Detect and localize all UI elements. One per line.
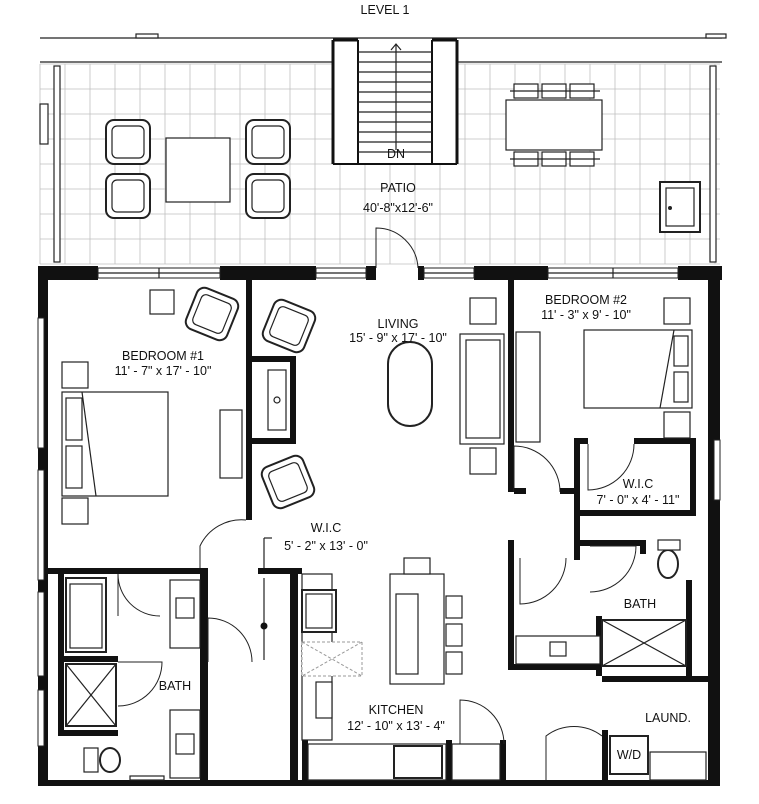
bath2-fixtures bbox=[515, 539, 687, 667]
room-name-bath1: BATH bbox=[159, 679, 191, 693]
stairs: DN bbox=[331, 38, 459, 165]
laundry-fixtures bbox=[609, 735, 707, 781]
top-windows bbox=[97, 267, 679, 279]
bath1-door-top bbox=[117, 573, 161, 617]
room-name-bedroom1: BEDROOM #1 bbox=[122, 349, 204, 363]
wic1-door bbox=[207, 617, 253, 663]
wic2-door bbox=[587, 443, 635, 491]
bath1-fixtures bbox=[65, 577, 201, 781]
room-size-bedroom2: 11' - 3" x 9' - 10" bbox=[541, 308, 631, 322]
bath2-door-right bbox=[589, 545, 637, 593]
patio-lounge-furniture bbox=[105, 119, 291, 219]
room-size-patio: 40'-8"x12'-6" bbox=[363, 201, 433, 215]
patio-dining-furniture bbox=[505, 83, 603, 167]
bedroom2-door bbox=[513, 445, 561, 493]
plan-title: LEVEL 1 bbox=[361, 3, 410, 17]
bath2-door-left bbox=[519, 557, 567, 605]
bedroom1-door bbox=[199, 519, 247, 568]
laundry-door bbox=[545, 726, 603, 780]
room-name-living: LIVING bbox=[378, 317, 419, 331]
washer-dryer-label: W/D bbox=[617, 748, 641, 762]
bath1-door-shower bbox=[117, 661, 163, 707]
room-name-wic2: W.I.C bbox=[623, 477, 654, 491]
room-name-laundry: LAUND. bbox=[645, 711, 691, 725]
kitchen-fixtures bbox=[301, 557, 501, 781]
room-name-wic1: W.I.C bbox=[311, 521, 342, 535]
bedroom2-furniture bbox=[515, 297, 693, 443]
room-size-wic2: 7' - 0" x 4' - 11" bbox=[597, 493, 680, 507]
room-size-bedroom1: 11' - 7" x 17' - 10" bbox=[115, 364, 212, 378]
patio-entry-door bbox=[375, 227, 419, 269]
room-size-wic1: 5' - 2" x 13' - 0" bbox=[284, 539, 368, 553]
patio-grill bbox=[659, 181, 701, 233]
room-name-patio: PATIO bbox=[380, 181, 416, 195]
kitchen-pantry-door bbox=[459, 699, 505, 745]
stair-direction-label: DN bbox=[387, 147, 405, 161]
living-furniture bbox=[184, 286, 505, 510]
room-name-bedroom2: BEDROOM #2 bbox=[545, 293, 627, 307]
left-windows bbox=[37, 317, 45, 747]
room-name-kitchen: KITCHEN bbox=[369, 703, 424, 717]
bedroom1-furniture bbox=[61, 289, 243, 525]
interior-walls bbox=[48, 280, 708, 786]
room-size-living: 15' - 9" x 17' - 10" bbox=[349, 331, 447, 345]
right-windows bbox=[713, 439, 721, 501]
room-size-kitchen: 12' - 10" x 13' - 4" bbox=[347, 719, 445, 733]
room-name-bath2: BATH bbox=[624, 597, 656, 611]
